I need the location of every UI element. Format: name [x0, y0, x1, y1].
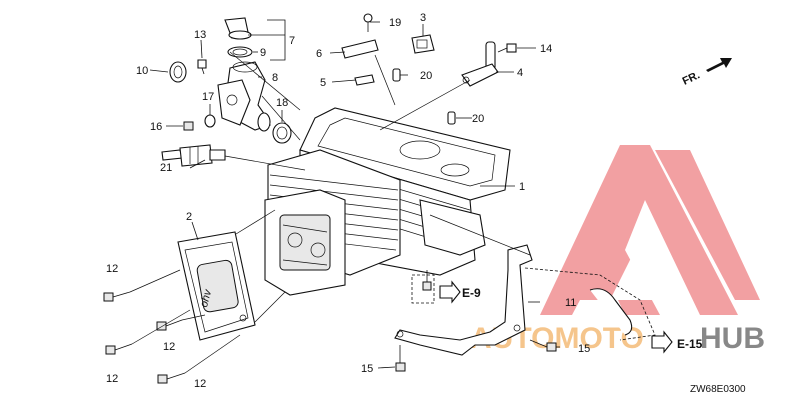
label-part-4: 4 [517, 67, 523, 79]
part-labels: 1 2 3 4 5 6 7 8 9 10 11 12 12 12 12 13 1… [106, 12, 590, 390]
label-part-12b: 12 [163, 341, 175, 353]
label-part-5: 5 [320, 77, 326, 89]
pin-20b [447, 111, 456, 125]
lever-4 [461, 41, 499, 87]
head-cover: ohv [177, 231, 256, 341]
ref-arrow-e15: E-15 [651, 330, 703, 354]
ref-e15-label: E-15 [677, 337, 703, 351]
front-direction-label: FR. [681, 69, 702, 87]
block-3 [411, 34, 435, 54]
nut-16 [183, 121, 194, 131]
label-part-16: 16 [150, 121, 162, 133]
label-part-6: 6 [316, 48, 322, 60]
label-part-9: 9 [260, 47, 266, 59]
label-part-15a: 15 [361, 363, 373, 375]
housing-17 [217, 79, 251, 126]
label-part-12d: 12 [194, 378, 206, 390]
watermark-logo [540, 145, 760, 315]
label-part-19: 19 [389, 17, 401, 29]
cover-embossed-text: ohv [198, 287, 215, 309]
washer-17 [204, 114, 216, 128]
label-part-10: 10 [136, 65, 148, 77]
label-part-18: 18 [276, 97, 288, 109]
label-part-21: 21 [160, 162, 172, 174]
cylinder-head [264, 107, 511, 296]
label-part-20a: 20 [420, 70, 432, 82]
label-part-15b: 15 [578, 343, 590, 355]
oring-18 [272, 122, 292, 144]
leader-lines [129, 19, 560, 374]
label-part-11: 11 [565, 297, 576, 309]
clip-5 [354, 74, 375, 86]
label-part-8: 8 [272, 72, 278, 84]
front-direction-indicator: FR. [681, 58, 732, 88]
label-part-13: 13 [194, 29, 206, 41]
label-part-12a: 12 [106, 263, 118, 275]
cap-10 [169, 61, 187, 83]
label-part-14: 14 [540, 43, 552, 55]
label-part-2: 2 [186, 211, 192, 223]
breather-tube [524, 267, 656, 341]
label-part-17: 17 [202, 91, 214, 103]
bolt-12c [105, 343, 133, 355]
watermark-text-dark: HUB [700, 322, 765, 355]
bolt-15a [395, 345, 406, 372]
label-part-20b: 20 [472, 113, 484, 125]
bolt-12a [103, 291, 131, 302]
label-part-1: 1 [519, 181, 525, 193]
bolt-14 [497, 43, 517, 53]
bolt-13 [197, 59, 207, 75]
label-part-3: 3 [420, 12, 426, 24]
ref-arrow-e9: E-9 [411, 274, 481, 304]
pin-20a [392, 68, 401, 82]
label-part-12c: 12 [106, 373, 118, 385]
diagram-code: ZW68E0300 [690, 384, 746, 395]
bolt-e9 [422, 270, 432, 291]
plate-6 [341, 39, 379, 59]
stay-bracket [394, 244, 533, 356]
bolt-12d [157, 372, 186, 384]
label-part-7: 7 [289, 35, 295, 47]
bolt-19 [363, 13, 373, 32]
ref-e9-label: E-9 [462, 286, 481, 300]
bolt-12b [156, 319, 183, 331]
